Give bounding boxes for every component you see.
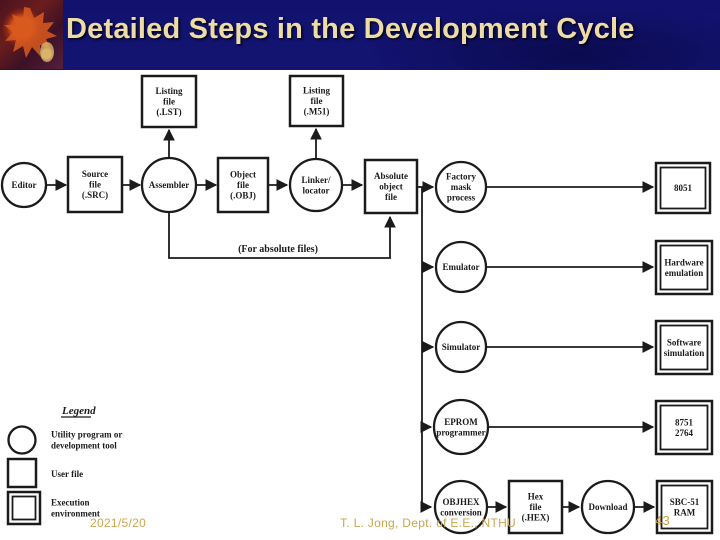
loop-label: (For absolute files) <box>238 244 318 255</box>
corner-decoration-image <box>0 0 63 69</box>
diagram-background <box>0 70 720 540</box>
slide-footer-credit: T. L. Jong, Dept. of E.E., NTHU <box>340 516 517 530</box>
legend-heading: Legend <box>61 405 96 417</box>
page-number: 43 <box>655 513 671 528</box>
legend-item-user-file: User file <box>6 457 83 489</box>
svg-text:Emulator: Emulator <box>443 262 480 272</box>
svg-text:8051: 8051 <box>674 183 693 193</box>
diagram-connectors <box>46 127 656 513</box>
node-linker-locator: Linker/locator <box>288 157 344 213</box>
slide-date: 2021/5/20 <box>90 516 147 530</box>
node-download: Download <box>580 479 636 535</box>
svg-text:User file: User file <box>51 469 83 479</box>
node-editor: Editor <box>0 161 48 209</box>
node-assembler: Assembler <box>140 156 198 214</box>
tan-blob <box>40 42 54 62</box>
gear-flower-art <box>4 7 57 62</box>
svg-text:Assembler: Assembler <box>149 180 190 190</box>
svg-text:Download: Download <box>588 502 627 512</box>
svg-text:Editor: Editor <box>11 180 36 190</box>
slide-title: Detailed Steps in the Development Cycle <box>66 13 635 45</box>
svg-text:Simulator: Simulator <box>442 342 481 352</box>
node-simulator: Simulator <box>434 320 488 374</box>
svg-text:Linker/locator: Linker/locator <box>301 175 331 196</box>
node-chip-8051: 8051 <box>654 161 712 215</box>
node-emulator: Emulator <box>434 240 488 294</box>
